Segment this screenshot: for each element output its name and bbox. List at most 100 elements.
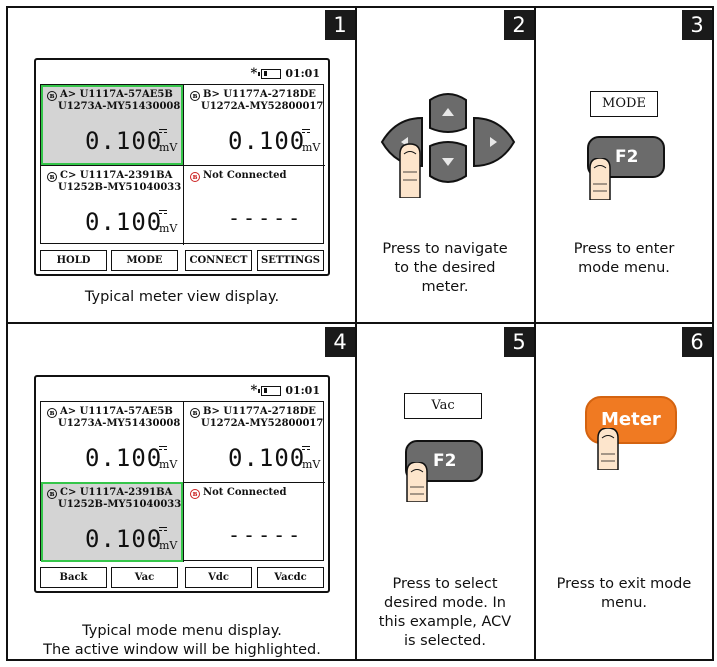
meter-unit: mV bbox=[159, 222, 178, 235]
caption-step-3: Press to enter mode menu. bbox=[573, 241, 675, 276]
bluetooth-icon: ʙ bbox=[190, 91, 200, 101]
meter-name: B> U1177A-2718DE bbox=[203, 89, 316, 100]
clock: 01:01 bbox=[285, 67, 320, 80]
softkey-vacdc[interactable]: Vacdc bbox=[257, 567, 324, 588]
navigation-keypad bbox=[380, 93, 516, 198]
instruction-table bbox=[6, 6, 714, 661]
finger-press-icon bbox=[399, 143, 421, 198]
meter-name: B> U1177A-2718DE bbox=[203, 406, 316, 417]
f2-key-label: F2 bbox=[615, 147, 639, 167]
dc-symbol-icon bbox=[302, 129, 310, 134]
meter-name: C> U1117A-2391BA bbox=[60, 170, 173, 181]
step-number-6: 6 bbox=[682, 327, 712, 357]
status-bar: * 01:01 bbox=[251, 66, 321, 81]
meter-serial: U1273A-MY51430008 bbox=[58, 418, 181, 429]
down-arrow-key[interactable] bbox=[429, 141, 467, 183]
vac-label: Vac bbox=[404, 393, 482, 419]
meter-reading: 0.100 bbox=[85, 444, 163, 472]
step-number-5: 5 bbox=[504, 327, 534, 357]
meter-serial: U1252B-MY51040033 bbox=[58, 182, 182, 193]
caption-step-2: Press to navigate to the desired meter. bbox=[382, 241, 508, 295]
row-divider bbox=[6, 322, 714, 324]
meter-reading: 0.100 bbox=[85, 525, 163, 553]
step-number-2: 2 bbox=[504, 10, 534, 40]
bluetooth-icon: ʙ bbox=[47, 172, 57, 182]
meter-key-label: Meter bbox=[601, 409, 661, 430]
caption-step-4: Typical mode menu display. The active wi… bbox=[43, 623, 321, 658]
bluetooth-icon: ʙ bbox=[47, 91, 57, 101]
step-number-4: 4 bbox=[325, 327, 355, 357]
column-divider-1 bbox=[355, 6, 357, 661]
meter-reading: 0.100 bbox=[85, 127, 163, 155]
meter-reading: 0.100 bbox=[228, 127, 306, 155]
meter-unit: mV bbox=[159, 141, 178, 154]
meter-unit: mV bbox=[159, 539, 178, 552]
finger-press-icon bbox=[589, 158, 611, 200]
up-arrow-key[interactable] bbox=[429, 93, 467, 133]
meter-reading-empty: ----- bbox=[228, 206, 304, 230]
dc-symbol-icon bbox=[159, 129, 167, 134]
bluetooth-icon: ʙ bbox=[47, 408, 57, 418]
meter-reading: 0.100 bbox=[228, 444, 306, 472]
mode-label: MODE bbox=[590, 91, 658, 117]
meter-reading-empty: ----- bbox=[228, 523, 304, 547]
meter-serial: U1252B-MY51040033 bbox=[58, 499, 182, 510]
bluetooth-status-icon: * bbox=[250, 383, 258, 398]
bluetooth-disconnected-icon: ʙ bbox=[190, 172, 200, 182]
softkey-settings[interactable]: SETTINGS bbox=[257, 250, 324, 271]
meter-key[interactable]: Meter bbox=[585, 396, 677, 444]
softkey-vdc[interactable]: Vdc bbox=[185, 567, 252, 588]
meter-name: A> U1117A-57AE5B bbox=[60, 406, 173, 417]
meter-unit: mV bbox=[159, 458, 178, 471]
finger-press-icon bbox=[406, 462, 428, 502]
finger-press-icon bbox=[597, 428, 619, 470]
softkey-vac[interactable]: Vac bbox=[111, 567, 178, 588]
column-divider-2 bbox=[534, 6, 536, 661]
meter-serial: U1273A-MY51430008 bbox=[58, 101, 181, 112]
caption-step-5: Press to select desired mode. In this ex… bbox=[378, 576, 512, 649]
step-number-1: 1 bbox=[325, 10, 355, 40]
meter-name: Not Connected bbox=[203, 170, 287, 181]
meter-unit: mV bbox=[302, 141, 321, 154]
f2-key-label: F2 bbox=[433, 451, 457, 471]
bluetooth-icon: ʙ bbox=[190, 408, 200, 418]
dc-symbol-icon bbox=[159, 446, 167, 451]
meter-name: A> U1117A-57AE5B bbox=[60, 89, 173, 100]
softkey-connect[interactable]: CONNECT bbox=[185, 250, 252, 271]
step-number-3: 3 bbox=[682, 10, 712, 40]
dc-symbol-icon bbox=[302, 446, 310, 451]
meter-reading: 0.100 bbox=[85, 208, 163, 236]
caption-step-6: Press to exit mode menu. bbox=[556, 576, 692, 611]
softkey-hold[interactable]: HOLD bbox=[40, 250, 107, 271]
caption-step-1: Typical meter view display. bbox=[84, 289, 280, 305]
meter-serial: U1272A-MY52800017 bbox=[201, 101, 324, 112]
dc-symbol-icon bbox=[159, 210, 167, 215]
meter-serial: U1272A-MY52800017 bbox=[201, 418, 324, 429]
battery-icon bbox=[258, 385, 282, 396]
battery-icon bbox=[258, 68, 282, 79]
softkey-back[interactable]: Back bbox=[40, 567, 107, 588]
dc-symbol-icon bbox=[159, 527, 167, 532]
right-arrow-key[interactable] bbox=[473, 116, 516, 168]
meter-name: Not Connected bbox=[203, 487, 287, 498]
softkey-mode[interactable]: MODE bbox=[111, 250, 178, 271]
clock: 01:01 bbox=[285, 384, 320, 397]
bluetooth-disconnected-icon: ʙ bbox=[190, 489, 200, 499]
meter-unit: mV bbox=[302, 458, 321, 471]
meter-name: C> U1117A-2391BA bbox=[60, 487, 173, 498]
bluetooth-icon: ʙ bbox=[47, 489, 57, 499]
bluetooth-status-icon: * bbox=[250, 66, 258, 81]
status-bar: * 01:01 bbox=[251, 383, 321, 398]
